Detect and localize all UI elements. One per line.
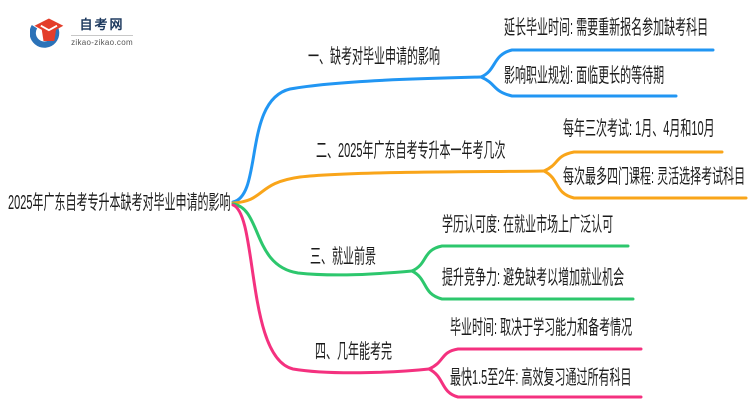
branch-3-lines [231,202,635,301]
site-url: zikao-zikao.com [71,37,133,47]
mindmap-root-label: 2025年广东自考专升本缺考对毕业申请的影响 [8,192,231,214]
branch-1-child-1-label: 延长毕业时间: 需要重新报名参加缺考科目 [504,17,709,39]
branch-1-label: 一、缺考对毕业申请的影响 [308,46,440,68]
graduation-cap-logo-icon [30,18,64,48]
logo-divider [71,34,133,36]
branch-4-label: 四、几年能考完 [315,341,392,363]
branch-4-child-2-label: 最快1.5至2年: 高效复习通过所有科目 [450,367,632,389]
branch-2-lines [231,150,748,205]
branch-2-child-1-label: 每年三次考试: 1月、4月和10月 [563,118,715,140]
branch-4-lines [231,203,643,399]
site-name: 自考网 [79,16,125,32]
branch-3-label: 三、就业前景 [310,246,376,268]
branch-4-child-1-label: 毕业时间: 取决于学习能力和备考情况 [450,317,633,339]
branch-1-child-2-label: 影响职业规划: 面临更长的等待期 [504,65,665,87]
site-logo: 自考网 zikao-zikao.com [30,13,133,51]
branch-2-child-2-label: 每次最多四门课程: 灵活选择考试科目 [563,166,746,188]
branch-3-child-1-label: 学历认可度: 在就业市场上广泛认可 [442,214,614,236]
branch-1-lines [231,48,715,204]
branch-2-label: 二、2025年广东自考专升本一年考几次 [316,140,506,162]
branch-3-child-2-label: 提升竞争力: 避免缺考以增加就业机会 [442,267,625,289]
